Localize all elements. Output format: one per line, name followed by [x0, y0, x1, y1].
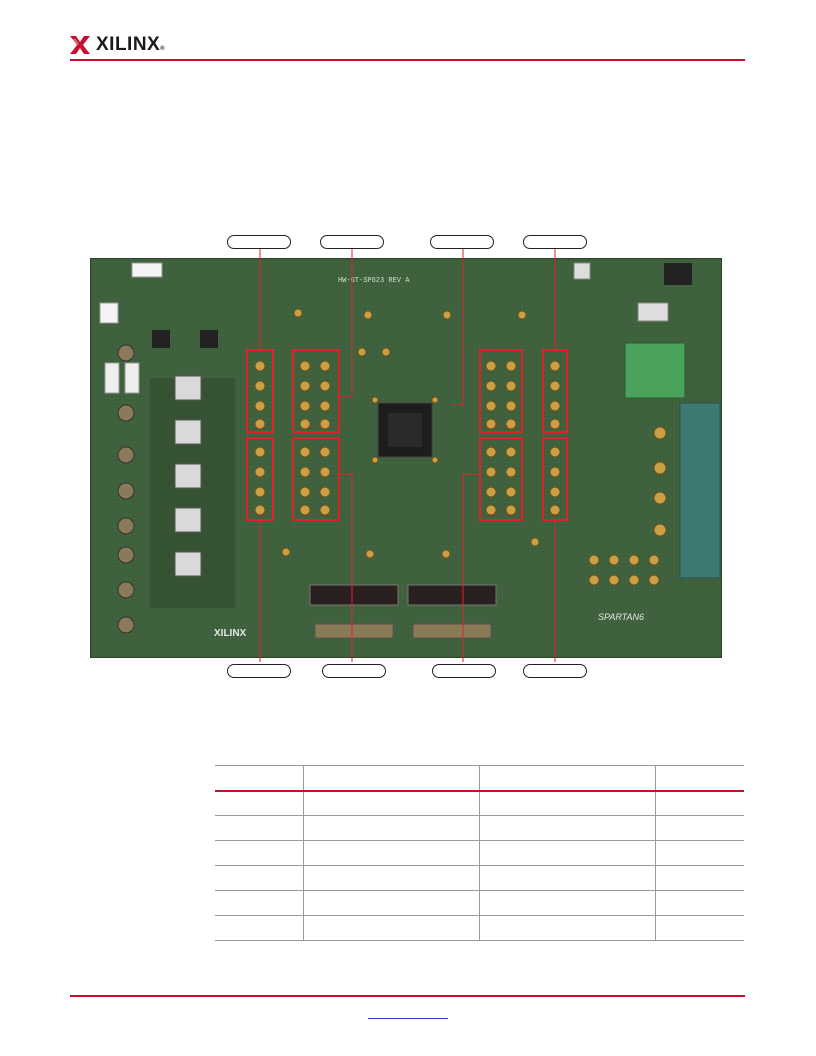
- table-cell: [655, 915, 744, 941]
- table-cell: [215, 915, 304, 941]
- table-row: [215, 915, 744, 941]
- sma-connector-group-1: [246, 349, 274, 433]
- table-cell: [479, 865, 657, 891]
- table-row: [215, 791, 744, 816]
- sma-connector-group-2: [292, 349, 340, 433]
- sma-connector-group-5: [479, 349, 523, 433]
- table-cell: [215, 791, 304, 816]
- table-row: [215, 840, 744, 866]
- callout-label-8: [523, 664, 587, 678]
- table-cell: [303, 815, 480, 841]
- table-row: [215, 815, 744, 841]
- table-header-cell: [303, 765, 480, 792]
- table-cell: [479, 915, 657, 941]
- table-cell: [655, 890, 744, 916]
- callout-label-1: [227, 235, 291, 249]
- table-cell: [479, 890, 657, 916]
- callout-label-7: [432, 664, 496, 678]
- footer-link[interactable]: [368, 1018, 448, 1019]
- sma-connector-group-7: [479, 437, 523, 521]
- power-regulators: [174, 375, 202, 577]
- callout-label-3: [430, 235, 494, 249]
- logo-wordmark: XILINX®: [96, 34, 166, 55]
- table-cell: [303, 865, 480, 891]
- xilinx-logo: XILINX®: [70, 33, 165, 57]
- table-header-cell: [479, 765, 657, 792]
- ic-chip: [200, 330, 218, 348]
- fmc-connector-left: [309, 584, 399, 606]
- table-cell: [655, 865, 744, 891]
- table-cell: [215, 840, 304, 866]
- table-header-cell: [215, 765, 304, 792]
- table-header-row: [215, 765, 744, 792]
- fmc-connector-right: [407, 584, 497, 606]
- board-figure: HW-GT-SP623 REV A SPARTAN6 XILINX: [90, 258, 722, 658]
- footer-rule: [70, 995, 745, 997]
- table-cell: [479, 815, 657, 841]
- table-cell: [655, 791, 744, 816]
- table-cell: [303, 840, 480, 866]
- board-brand-text: SPARTAN6: [598, 612, 644, 622]
- table-cell: [215, 890, 304, 916]
- clock-module: [679, 402, 721, 579]
- ic-chip: [152, 330, 170, 348]
- xilinx-logo-icon: [70, 36, 90, 54]
- callout-label-2: [320, 235, 384, 249]
- table-cell: [655, 815, 744, 841]
- board-logo-text: XILINX: [214, 628, 247, 639]
- table-cell: [303, 915, 480, 941]
- table-cell: [215, 865, 304, 891]
- board-silkscreen: HW-GT-SP623 REV A: [338, 277, 410, 285]
- test-points: [281, 308, 540, 559]
- header-rule: [70, 59, 745, 61]
- callout-label-4: [523, 235, 587, 249]
- power-jacks: [117, 344, 135, 634]
- table-cell: [655, 840, 744, 866]
- table-cell: [303, 890, 480, 916]
- daughter-card: [624, 342, 686, 399]
- table-cell: [303, 791, 480, 816]
- callout-label-5: [227, 664, 291, 678]
- table-row: [215, 890, 744, 916]
- table-cell: [479, 791, 657, 816]
- sma-connector-group-6: [542, 349, 568, 433]
- spec-table: [215, 765, 744, 941]
- table-cell: [479, 840, 657, 866]
- callout-label-6: [322, 664, 386, 678]
- table-row: [215, 865, 744, 891]
- table-header-cell: [655, 765, 744, 792]
- table-cell: [215, 815, 304, 841]
